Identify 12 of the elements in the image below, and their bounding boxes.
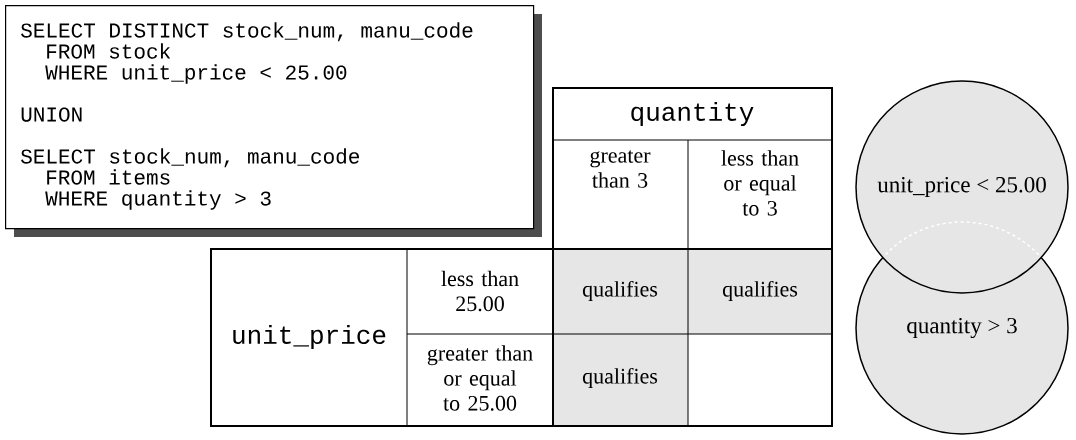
code-box: SELECT DISTINCT stock_num, manu_code FROM stock WHERE unit_price < 25.00 UNION SELECT stock_num, manu_code FROM items WHERE quantity > 3 (5, 5, 542, 237)
table-cell: less than or equal to 3 (721, 150, 799, 216)
table-cell: quantity (631, 101, 754, 127)
table-cell: qualifies (553, 249, 688, 334)
table-cell: qualifies (688, 249, 832, 334)
table-cell: unit_price (233, 324, 386, 350)
table-cell: qualifies (553, 334, 688, 426)
node-label: unit_price < 25.00 (877, 176, 1046, 198)
table-cell: greater than or equal to 25.00 (427, 345, 533, 411)
table-cell: less than 25.00 (441, 270, 519, 312)
node-label: quantity > 3 (907, 317, 1017, 339)
table-cell: greater than 3 (590, 150, 651, 188)
